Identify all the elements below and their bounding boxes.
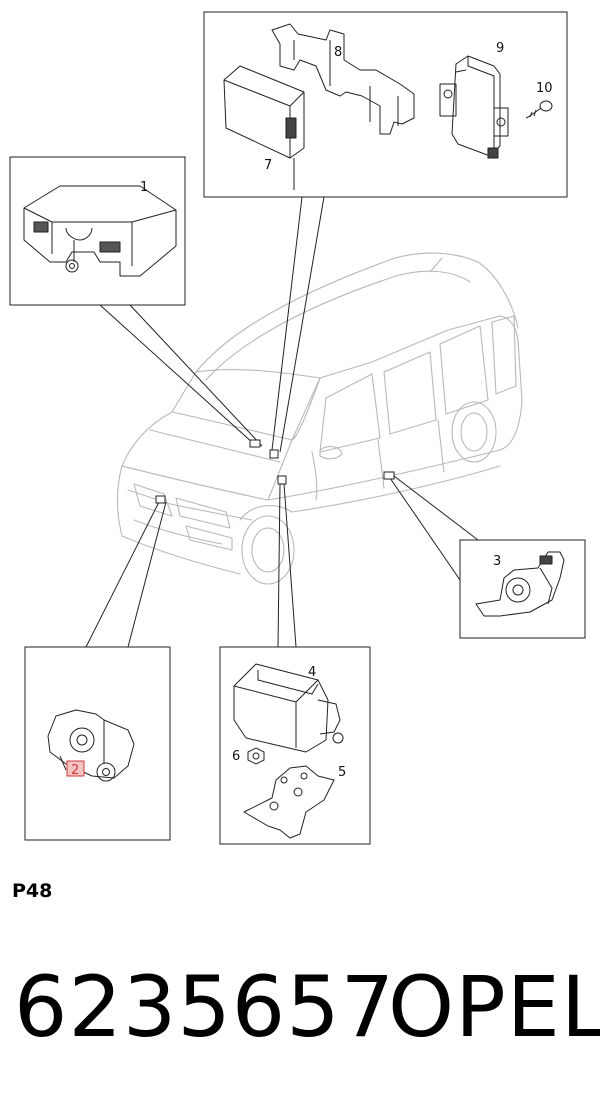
front-impact-sensor-2: [47, 709, 135, 782]
callout-box-7-10: 7 8 9 10: [203, 11, 568, 198]
leader-lines: [85, 196, 479, 648]
callout-label-1: 1: [140, 180, 148, 195]
marker-3: [383, 471, 395, 480]
callout-label-5: 5: [338, 765, 346, 780]
part-number: 6235657: [14, 958, 396, 1056]
brand-name: OPEL: [388, 958, 600, 1056]
screw-10: [525, 100, 553, 119]
nut-6: [247, 747, 265, 765]
parts-diagram: 1 7 8: [9, 11, 586, 845]
control-module-7: [223, 65, 305, 190]
airbag-module-4: [233, 663, 344, 753]
car-outline: [117, 252, 523, 585]
page-code: P48: [12, 880, 53, 902]
callout-label-2: 2: [71, 763, 79, 778]
impact-sensor-9: [439, 55, 509, 159]
callout-label-9: 9: [496, 41, 504, 56]
airbag-control-module-1: [23, 185, 177, 277]
callout-label-7: 7: [264, 158, 272, 173]
callout-box-2: 2: [24, 646, 171, 841]
callout-label-3: 3: [493, 554, 501, 569]
callout-box-1: 1: [9, 156, 186, 306]
callout-box-3: 3: [459, 539, 586, 639]
highlight-box-2: [66, 760, 85, 777]
marker-4: [277, 475, 287, 485]
callout-label-8: 8: [334, 45, 342, 60]
marker-1: [249, 439, 261, 448]
side-impact-sensor-3: [475, 551, 565, 617]
callout-label-6: 6: [232, 749, 240, 764]
bracket-5: [243, 765, 335, 839]
mounting-bracket-8: [271, 23, 415, 135]
callout-label-10: 10: [536, 81, 553, 96]
marker-2: [155, 495, 166, 504]
callout-label-4: 4: [308, 665, 316, 680]
marker-7: [269, 449, 279, 459]
callout-box-4-6: 4 6 5: [219, 646, 371, 845]
car-part-markers: [155, 439, 395, 504]
